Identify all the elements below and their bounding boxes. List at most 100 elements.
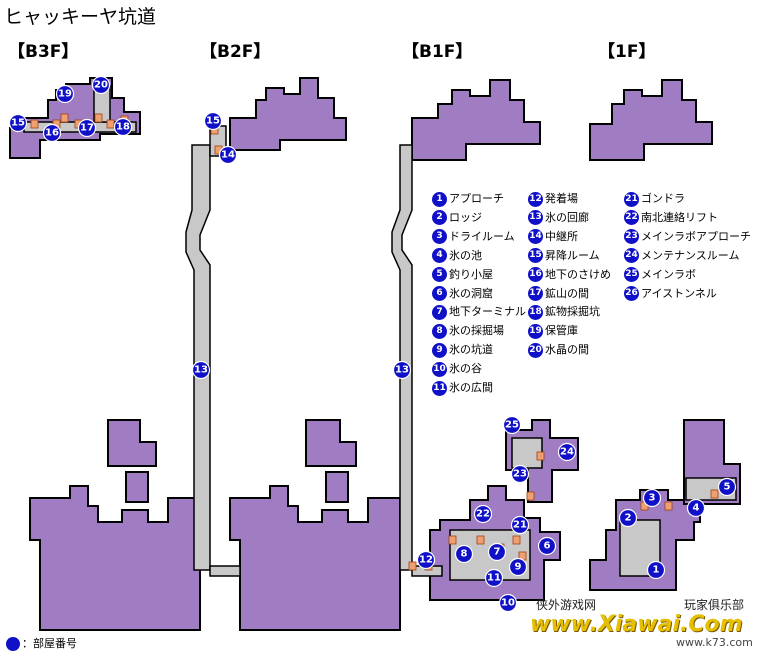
1f-map xyxy=(589,79,741,591)
svg-text:14: 14 xyxy=(221,150,235,161)
room-marker: 22 xyxy=(473,504,493,524)
door-marker xyxy=(512,535,521,545)
svg-text:18: 18 xyxy=(116,122,130,133)
svg-text:3: 3 xyxy=(649,493,656,504)
legend-marker-icon: 17 xyxy=(528,286,543,301)
legend-room-name: 氷の回廊 xyxy=(545,210,589,224)
legend-marker-icon: 15 xyxy=(528,248,543,264)
legend-room-name: 地下のさけめ xyxy=(545,267,611,281)
legend-marker-icon: 23 xyxy=(624,229,639,245)
b2f-bottom-right-area xyxy=(305,419,357,467)
door-marker xyxy=(476,535,485,545)
room-marker: 20 xyxy=(91,75,111,95)
svg-text:17: 17 xyxy=(80,123,94,134)
svg-text:15: 15 xyxy=(11,118,25,129)
b3f-small-block xyxy=(125,471,149,503)
legend-room-name: 南北連絡リフト xyxy=(641,210,718,224)
legend-room-name: 水晶の間 xyxy=(545,343,589,357)
room-marker: 13 xyxy=(191,360,211,380)
svg-text:1: 1 xyxy=(653,565,660,576)
legend-room-name: 氷の池 xyxy=(449,248,482,262)
legend-marker-icon: 16 xyxy=(528,267,543,283)
legend-room-name: ゴンドラ xyxy=(641,192,685,205)
room-marker: 21 xyxy=(510,515,530,535)
room-marker: 11 xyxy=(484,568,504,588)
svg-text:21: 21 xyxy=(513,520,527,531)
svg-text:10: 10 xyxy=(501,598,515,609)
room-marker: 5 xyxy=(717,477,737,497)
svg-text:19: 19 xyxy=(58,89,72,100)
watermark-club: 玩家俱乐部 xyxy=(684,598,745,612)
room-marker: 16 xyxy=(42,123,62,143)
svg-text:4: 4 xyxy=(693,503,700,514)
b3f-bottom-right-area xyxy=(107,419,157,467)
legend-marker-icon: 4 xyxy=(432,248,447,264)
svg-text:24: 24 xyxy=(560,447,574,458)
watermark-url-secondary: www.k73.com xyxy=(676,636,753,649)
room-marker: 15 xyxy=(8,113,28,133)
floor-label-b1f: 【B1F】 xyxy=(402,42,473,62)
legend-marker-icon: 6 xyxy=(432,286,447,301)
legend-marker-icon: 21 xyxy=(624,191,639,207)
legend-room-name: 氷の谷 xyxy=(449,362,482,376)
legend-room-name: 鉱山の間 xyxy=(545,286,589,300)
legend-marker-icon: 19 xyxy=(528,323,543,339)
marker-key: ：部屋番号 xyxy=(6,635,77,651)
legend-marker-icon: 24 xyxy=(624,248,639,264)
room-marker: 8 xyxy=(454,544,474,564)
legend-room-name: 発着場 xyxy=(545,192,578,205)
door-marker xyxy=(94,113,103,123)
door-marker xyxy=(106,119,115,129)
legend-room-name: ロッジ xyxy=(449,210,482,224)
legend-marker-icon: 3 xyxy=(432,229,447,245)
room-marker: 6 xyxy=(537,536,557,556)
legend-room-name: 保管庫 xyxy=(545,324,578,338)
watermark-site-name: 侠外游戏网 xyxy=(536,598,597,612)
svg-text:8: 8 xyxy=(461,549,468,560)
room-marker: 24 xyxy=(557,442,577,462)
room-marker: 19 xyxy=(55,84,75,104)
room-marker: 15 xyxy=(203,111,223,131)
1f-top-area xyxy=(589,79,713,161)
svg-text:9: 9 xyxy=(515,562,522,573)
legend-marker-icon: 2 xyxy=(432,210,447,226)
svg-text:23: 23 xyxy=(513,469,527,480)
door-marker xyxy=(448,535,457,545)
svg-text:13: 13 xyxy=(395,365,409,376)
svg-text:16: 16 xyxy=(45,128,59,139)
svg-text:5: 5 xyxy=(724,482,731,493)
svg-text:20: 20 xyxy=(94,80,108,91)
b2f-small-block xyxy=(325,471,349,503)
door-marker xyxy=(536,451,545,461)
svg-text:22: 22 xyxy=(476,509,490,520)
room-marker: 25 xyxy=(502,415,522,435)
legend-room-name: 中継所 xyxy=(545,229,578,243)
legend-room-name: ドライルーム xyxy=(449,229,515,243)
room-marker: 3 xyxy=(642,488,662,508)
floor-label-b3f: 【B3F】 xyxy=(8,42,79,62)
room-marker: 13 xyxy=(392,360,412,380)
watermark-url: www.Xiawai.Com xyxy=(530,612,743,637)
svg-text:7: 7 xyxy=(494,547,501,558)
b2f-top-area xyxy=(229,77,347,151)
legend-marker-icon: 26 xyxy=(624,286,639,301)
legend-marker-icon: 1 xyxy=(432,191,447,207)
b3f-map xyxy=(9,77,201,631)
legend-marker-icon: 10 xyxy=(432,361,447,377)
